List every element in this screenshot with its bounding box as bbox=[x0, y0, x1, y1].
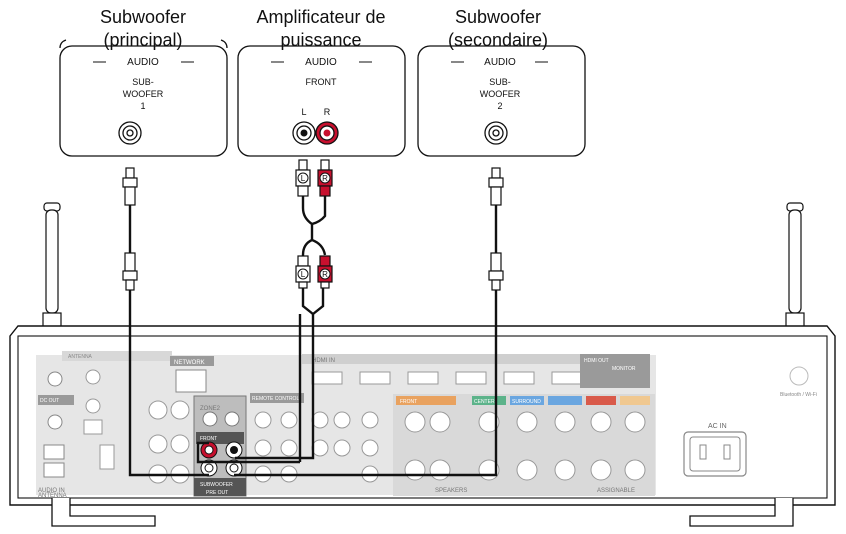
power-amplifier: Amplificateur de puissance AUDIO FRONT L… bbox=[237, 7, 406, 157]
subwoofer-primary: Subwoofer (principal) AUDIO SUB- WOOFER … bbox=[59, 7, 228, 157]
sub2-audio-label: AUDIO bbox=[484, 57, 516, 68]
zone2-front-label: FRONT bbox=[200, 436, 217, 442]
zone2-label: ZONE2 bbox=[200, 406, 221, 412]
wifi-antenna-mark-icon: Bluetooth / Wi-Fi bbox=[780, 366, 817, 398]
speakers-label: SPEAKERS bbox=[435, 488, 467, 494]
network-label: NETWORK bbox=[174, 360, 205, 366]
av-receiver-rear-panel: ANTENNA DC OUT AUDIO IN NETWORK ANTENNA bbox=[9, 202, 836, 527]
amp-right-jack-icon bbox=[315, 121, 339, 145]
svg-text:Bluetooth / Wi-Fi: Bluetooth / Wi-Fi bbox=[780, 392, 817, 398]
sub1-plug-top-icon bbox=[122, 167, 138, 206]
hdmi-in-ports-icon bbox=[311, 371, 583, 385]
amp-title-line2: puissance bbox=[280, 30, 361, 50]
amp-plug-right-bottom-icon: R bbox=[317, 255, 333, 289]
hdmi-in-label: HDMI IN bbox=[312, 358, 335, 364]
front-speaker-label: FRONT bbox=[400, 399, 417, 405]
amp-front-label: FRONT bbox=[306, 77, 337, 87]
subwoofer-secondary: Subwoofer (secondaire) AUDIO SUB- WOOFER… bbox=[417, 7, 586, 157]
sub2-rca-jack-icon bbox=[484, 121, 508, 145]
left-jacks-icon bbox=[43, 371, 65, 478]
plug-left-top-label: L bbox=[301, 174, 306, 183]
sub2-title-line2: (secondaire) bbox=[448, 30, 548, 50]
monitor-label: MONITOR bbox=[612, 366, 636, 372]
sub1-jack-label-1: SUB- bbox=[132, 77, 154, 87]
amp-title-line1: Amplificateur de bbox=[256, 7, 385, 27]
amp-right-label: R bbox=[324, 107, 331, 117]
plug-right-bottom-label: R bbox=[322, 270, 328, 279]
sub2-jack-label-1: SUB- bbox=[489, 77, 511, 87]
pre-out-label: PRE OUT bbox=[206, 490, 228, 496]
sub1-jack-label-3: 1 bbox=[140, 101, 145, 111]
amp-audio-label: AUDIO bbox=[305, 57, 337, 68]
antenna-connectors-icon bbox=[83, 369, 115, 470]
antenna-label: ANTENNA bbox=[38, 493, 67, 499]
sub1-title-line1: Subwoofer bbox=[100, 7, 186, 27]
sub2-jack-label-2: WOOFER bbox=[480, 89, 521, 99]
component-jacks-icon bbox=[311, 411, 379, 483]
plug-left-bottom-label: L bbox=[301, 270, 306, 279]
audio-in-left-label: AUDIO IN bbox=[38, 488, 65, 494]
sub2-plug-top-icon bbox=[488, 167, 504, 206]
assignable-label: ASSIGNABLE bbox=[597, 488, 635, 494]
sub1-audio-label: AUDIO bbox=[127, 57, 159, 68]
hdmi-out-label: HDMI OUT bbox=[584, 358, 609, 364]
amp-plug-left-bottom-icon: L bbox=[295, 255, 311, 289]
remote-control-label: REMOTE CONTROL bbox=[252, 396, 299, 402]
plug-right-top-label: R bbox=[322, 174, 328, 183]
antenna-top-label: ANTENNA bbox=[68, 354, 93, 360]
amp-plug-left-top-icon: L bbox=[295, 159, 311, 197]
sub1-rca-jack-icon bbox=[118, 121, 142, 145]
center-speaker-label: CENTER bbox=[474, 399, 495, 405]
ethernet-port-icon bbox=[175, 369, 207, 393]
cables bbox=[128, 196, 498, 477]
surround-speaker-label: SURROUND bbox=[512, 399, 541, 405]
ac-inlet-icon bbox=[683, 431, 747, 477]
audio-in-jacks-icon bbox=[148, 400, 190, 484]
sub2-jack-label-3: 2 bbox=[497, 101, 502, 111]
ac-in-label: AC IN bbox=[708, 423, 727, 430]
sub2-plug-bottom-icon bbox=[488, 252, 504, 291]
sub1-plug-bottom-icon bbox=[122, 252, 138, 291]
amp-left-label: L bbox=[301, 107, 306, 117]
dc-out-label: DC OUT bbox=[40, 398, 59, 404]
sub1-jack-label-2: WOOFER bbox=[123, 89, 164, 99]
amp-plug-right-top-icon: R bbox=[317, 159, 333, 197]
subwoofer-out-label: SUBWOOFER bbox=[200, 482, 233, 488]
amp-left-jack-icon bbox=[292, 121, 316, 145]
sub1-title-line2: (principal) bbox=[103, 30, 182, 50]
sub2-title-line1: Subwoofer bbox=[455, 7, 541, 27]
